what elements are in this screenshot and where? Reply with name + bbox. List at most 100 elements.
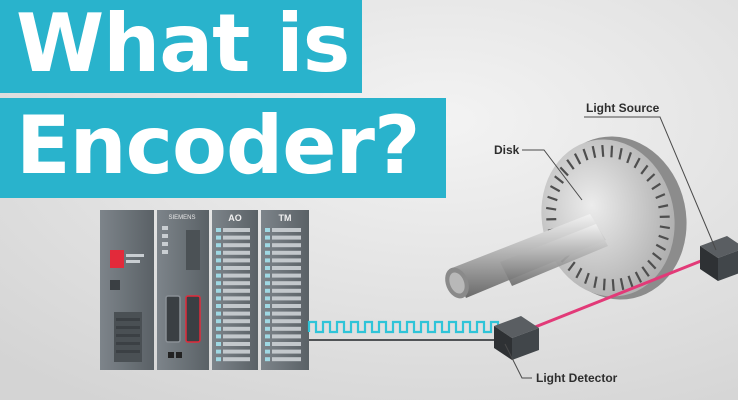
terminal-strip bbox=[272, 258, 301, 263]
terminal-led bbox=[216, 334, 221, 339]
disk-slot bbox=[651, 252, 662, 261]
light-beam bbox=[519, 257, 707, 335]
light-source-callout-line bbox=[584, 116, 717, 251]
terminal-led bbox=[265, 334, 270, 339]
terminal-led bbox=[216, 319, 221, 324]
terminal-strip bbox=[223, 349, 250, 354]
tm-module-label: TM bbox=[279, 213, 292, 223]
terminal-strip bbox=[272, 266, 301, 270]
terminal-led bbox=[265, 319, 270, 324]
terminal-led bbox=[216, 326, 221, 331]
disk-slot bbox=[634, 271, 643, 283]
terminal-strip bbox=[223, 334, 250, 339]
terminal-led bbox=[216, 304, 221, 308]
terminal-led bbox=[265, 243, 270, 248]
disk-slot bbox=[640, 164, 649, 175]
terminal-led bbox=[216, 311, 221, 316]
disk-slot bbox=[633, 157, 641, 169]
terminal-led bbox=[265, 357, 270, 362]
terminal-strip bbox=[223, 304, 250, 308]
terminal-led bbox=[265, 235, 270, 240]
plc-brand: SIEMENS bbox=[168, 215, 195, 221]
disk-callout-line bbox=[522, 149, 583, 201]
terminal-led bbox=[216, 243, 221, 248]
disk-slot bbox=[611, 279, 615, 292]
terminal-led bbox=[216, 235, 221, 240]
light-detector-label: Light Detector bbox=[536, 371, 618, 385]
terminal-strip bbox=[223, 281, 250, 286]
disk-slot bbox=[602, 278, 606, 291]
encoder-assembly bbox=[445, 136, 687, 300]
disk-slot bbox=[567, 261, 576, 272]
terminal-strip bbox=[223, 235, 250, 240]
disk-slot bbox=[647, 259, 657, 270]
disk-slot bbox=[610, 145, 614, 158]
terminal-strip bbox=[272, 349, 301, 354]
terminal-led bbox=[265, 311, 270, 316]
disk-slot bbox=[549, 185, 561, 193]
disk-slot bbox=[659, 225, 670, 230]
terminal-led bbox=[265, 326, 270, 331]
disk-slot bbox=[618, 147, 623, 160]
disk-slot bbox=[619, 278, 625, 291]
disk-slot bbox=[554, 175, 565, 184]
db-connector-red bbox=[185, 295, 201, 343]
terminal-strip bbox=[223, 357, 250, 362]
disk-slot bbox=[601, 144, 605, 157]
terminal-strip bbox=[272, 311, 301, 316]
terminal-led bbox=[216, 288, 221, 293]
terminal-led bbox=[216, 357, 221, 362]
terminal-led bbox=[265, 228, 270, 232]
disk-slot bbox=[655, 243, 667, 251]
terminal-strip bbox=[272, 250, 301, 255]
disk-slot bbox=[575, 267, 583, 279]
terminal-strip bbox=[272, 288, 301, 293]
terminal-led bbox=[216, 273, 221, 278]
terminal-led bbox=[265, 281, 270, 286]
ao-terminal-rows bbox=[216, 228, 250, 362]
terminal-led bbox=[265, 266, 270, 270]
terminal-led bbox=[216, 342, 221, 346]
disk-slot bbox=[584, 272, 590, 285]
disk-slot bbox=[658, 234, 669, 241]
terminal-led bbox=[265, 342, 270, 346]
disk-slot bbox=[641, 266, 650, 277]
terminal-strip bbox=[223, 288, 250, 293]
title-line1: What is bbox=[16, 0, 350, 90]
terminal-led bbox=[265, 349, 270, 354]
terminal-led bbox=[216, 258, 221, 263]
terminal-strip bbox=[223, 273, 250, 278]
terminal-strip bbox=[272, 281, 301, 286]
disk-slot bbox=[566, 159, 575, 170]
terminal-strip bbox=[272, 304, 301, 308]
light-source-label: Light Source bbox=[586, 101, 660, 115]
disk-slot bbox=[582, 148, 589, 161]
terminal-led bbox=[216, 281, 221, 286]
terminal-strip bbox=[272, 326, 301, 331]
disk-slots bbox=[546, 144, 670, 292]
terminal-led bbox=[265, 288, 270, 293]
terminal-led bbox=[216, 349, 221, 354]
terminal-led bbox=[265, 273, 270, 278]
terminal-led bbox=[265, 304, 270, 308]
disk-slot bbox=[593, 276, 598, 289]
terminal-strip bbox=[272, 342, 301, 346]
disk-slot bbox=[591, 145, 597, 158]
title-line2: Encoder? bbox=[16, 99, 420, 192]
plc-rack: SIEMENS AO TM bbox=[100, 210, 309, 370]
terminal-strip bbox=[272, 319, 301, 324]
light-detector-callout-line bbox=[504, 343, 532, 379]
terminal-led bbox=[216, 266, 221, 270]
disk-slot bbox=[655, 193, 666, 200]
terminal-strip bbox=[223, 250, 250, 255]
terminal-strip bbox=[272, 228, 301, 232]
tm-terminal-rows bbox=[265, 228, 301, 362]
terminal-led bbox=[265, 296, 270, 301]
terminal-led bbox=[265, 250, 270, 255]
terminal-led bbox=[216, 228, 221, 232]
terminal-strip bbox=[223, 319, 250, 324]
terminal-strip bbox=[223, 228, 250, 232]
encoder-signal-wave bbox=[307, 320, 500, 334]
